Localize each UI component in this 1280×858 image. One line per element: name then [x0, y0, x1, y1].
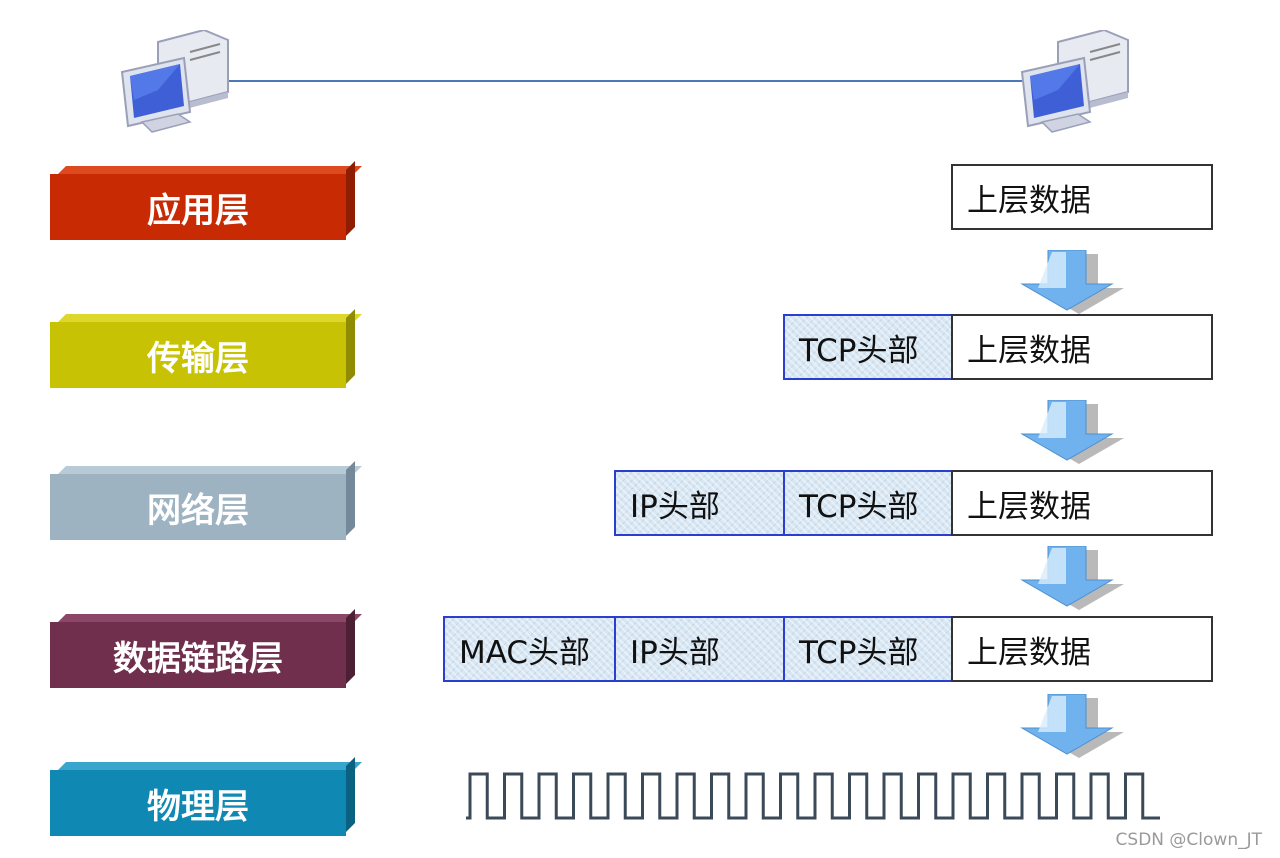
down-arrow-icon: [1020, 694, 1124, 758]
down-arrow-icon: [1020, 400, 1124, 464]
computer-icon-right: [1020, 30, 1129, 133]
cell-text: TCP头部: [799, 634, 919, 671]
cell-text: 上层数据: [967, 488, 1091, 525]
tcp-header-cell: TCP头部: [783, 314, 953, 380]
layer-data-link: 数据链路层: [50, 622, 346, 688]
upper-data-cell: 上层数据: [951, 314, 1213, 380]
cell-text: IP头部: [630, 488, 720, 525]
cell-text: TCP头部: [799, 488, 919, 525]
watermark: CSDN @Clown_JT: [1115, 830, 1262, 850]
down-arrow-icon: [1020, 546, 1124, 610]
upper-data-cell: 上层数据: [951, 616, 1213, 682]
layer-label: 传输层: [147, 338, 249, 379]
upper-data-cell: 上层数据: [951, 470, 1213, 536]
layer-label: 网络层: [147, 490, 249, 531]
square-wave-signal: [466, 772, 1160, 820]
computer-icon-left: [120, 30, 229, 133]
layer-physical: 物理层: [50, 770, 346, 836]
cell-text: 上层数据: [967, 332, 1091, 369]
network-link-line: [222, 80, 1022, 82]
cell-text: MAC头部: [459, 634, 591, 671]
layer-network: 网络层: [50, 474, 346, 540]
layer-label: 物理层: [147, 786, 249, 827]
cell-text: TCP头部: [799, 332, 919, 369]
layer-label: 数据链路层: [113, 638, 283, 679]
tcp-header-cell: TCP头部: [783, 616, 953, 682]
layer-application: 应用层: [50, 174, 346, 240]
layer-label: 应用层: [147, 190, 249, 231]
layer-transport: 传输层: [50, 322, 346, 388]
tcp-header-cell: TCP头部: [783, 470, 953, 536]
upper-data-cell: 上层数据: [951, 164, 1213, 230]
cell-text: 上层数据: [967, 634, 1091, 671]
ip-header-cell: IP头部: [614, 470, 785, 536]
cell-text: IP头部: [630, 634, 720, 671]
mac-header-cell: MAC头部: [443, 616, 616, 682]
ip-header-cell: IP头部: [614, 616, 785, 682]
down-arrow-icon: [1020, 250, 1124, 314]
cell-text: 上层数据: [967, 182, 1091, 219]
